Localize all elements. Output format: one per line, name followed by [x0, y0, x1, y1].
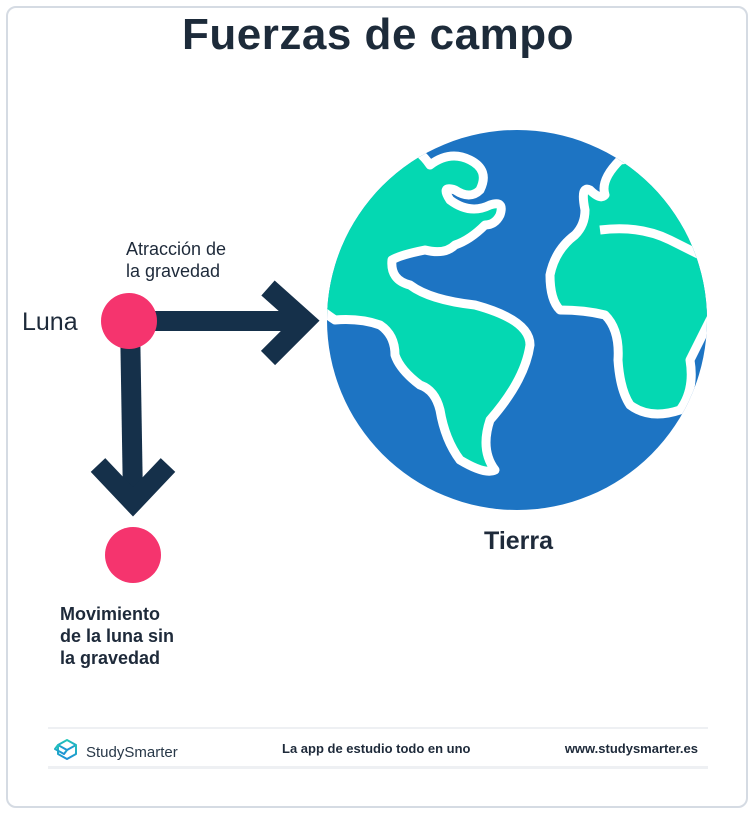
mediterranean-outline: [599, 224, 703, 260]
label-atraccion: Atracción de la gravedad: [126, 239, 227, 281]
footer-bar: StudySmarter La app de estudio todo en u…: [48, 727, 708, 769]
footer-url-link[interactable]: www.studysmarter.es: [564, 741, 698, 756]
diagram-title: Fuerzas de campo: [182, 10, 574, 59]
moon-position-end: [105, 527, 161, 583]
brand-logo[interactable]: StudySmarter: [54, 737, 178, 768]
americas-landmass: [327, 135, 535, 476]
gravity-arrow: [130, 280, 320, 366]
footer-tagline: La app de estudio todo en uno: [282, 741, 471, 756]
studysmarter-box-icon: [54, 737, 80, 768]
label-luna: Luna: [22, 308, 78, 336]
label-tierra: Tierra: [484, 527, 554, 555]
label-movimiento: Movimiento de la luna sin la gravedad: [60, 604, 175, 668]
brand-name: StudySmarter: [86, 744, 178, 761]
inertia-arrow: [90, 320, 176, 517]
earth-globe: [327, 130, 707, 510]
moon-position-start: [101, 293, 157, 349]
